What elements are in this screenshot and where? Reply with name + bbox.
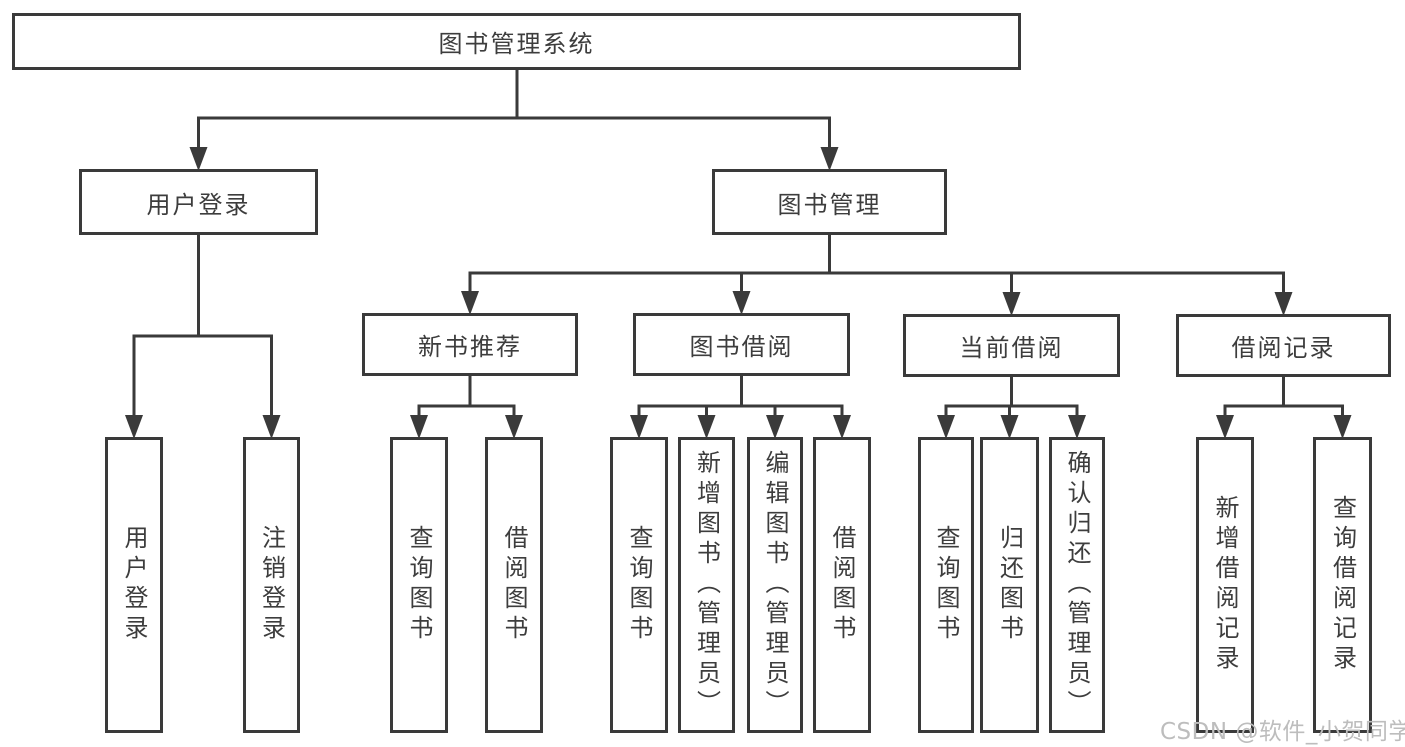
leaf-query-books: 查询图书 bbox=[918, 437, 974, 733]
leaf-label: 确认归还（管理员） bbox=[1063, 450, 1091, 720]
leaf-edit-book-admin: 编辑图书（管理员） bbox=[747, 437, 803, 733]
leaf-add-borrow-record: 新增借阅记录 bbox=[1196, 437, 1254, 733]
node-label: 借阅记录 bbox=[1231, 334, 1336, 362]
leaf-logout: 注销登录 bbox=[243, 437, 300, 733]
leaf-user-login: 用户登录 bbox=[105, 437, 163, 733]
leaf-query-books: 查询图书 bbox=[610, 437, 668, 733]
leaf-label: 新增图书（管理员） bbox=[692, 450, 721, 720]
csdn-watermark: CSDN @软件_小贺同学 bbox=[1160, 719, 1405, 745]
leaf-borrow-books: 借阅图书 bbox=[485, 437, 543, 733]
node-label: 当前借阅 bbox=[959, 334, 1064, 362]
leaf-label: 查询借阅记录 bbox=[1328, 495, 1357, 675]
leaf-label: 归还图书 bbox=[995, 525, 1024, 645]
node-current-borrowing: 当前借阅 bbox=[903, 314, 1120, 377]
node-book-borrowing: 图书借阅 bbox=[633, 313, 850, 376]
leaf-label: 查询图书 bbox=[625, 525, 653, 645]
leaf-label: 用户登录 bbox=[120, 525, 148, 645]
node-borrowing-records: 借阅记录 bbox=[1176, 314, 1391, 377]
node-library-management-system: 图书管理系统 bbox=[12, 13, 1021, 70]
leaf-return-book: 归还图书 bbox=[980, 437, 1039, 733]
node-label: 图书管理 bbox=[777, 190, 882, 219]
leaf-label: 注销登录 bbox=[257, 525, 286, 645]
leaf-confirm-return-admin: 确认归还（管理员） bbox=[1049, 437, 1105, 733]
leaf-label: 借阅图书 bbox=[828, 525, 856, 645]
node-label: 新书推荐 bbox=[418, 333, 522, 361]
leaf-label: 编辑图书（管理员） bbox=[761, 450, 789, 720]
leaf-query-borrow-record: 查询借阅记录 bbox=[1313, 437, 1372, 733]
leaf-label: 查询图书 bbox=[932, 525, 960, 645]
leaf-borrow-books: 借阅图书 bbox=[813, 437, 871, 733]
node-new-book-recommend: 新书推荐 bbox=[362, 313, 578, 376]
leaf-query-books: 查询图书 bbox=[390, 437, 448, 733]
leaf-label: 新增借阅记录 bbox=[1211, 495, 1239, 675]
node-user-login: 用户登录 bbox=[79, 169, 318, 235]
leaf-label: 查询图书 bbox=[405, 525, 433, 645]
leaf-label: 借阅图书 bbox=[500, 525, 528, 645]
leaf-add-book-admin: 新增图书（管理员） bbox=[678, 437, 735, 733]
node-label: 图书管理系统 bbox=[438, 30, 595, 58]
node-label: 用户登录 bbox=[146, 190, 251, 219]
node-book-management: 图书管理 bbox=[712, 169, 947, 235]
node-label: 图书借阅 bbox=[689, 333, 794, 361]
